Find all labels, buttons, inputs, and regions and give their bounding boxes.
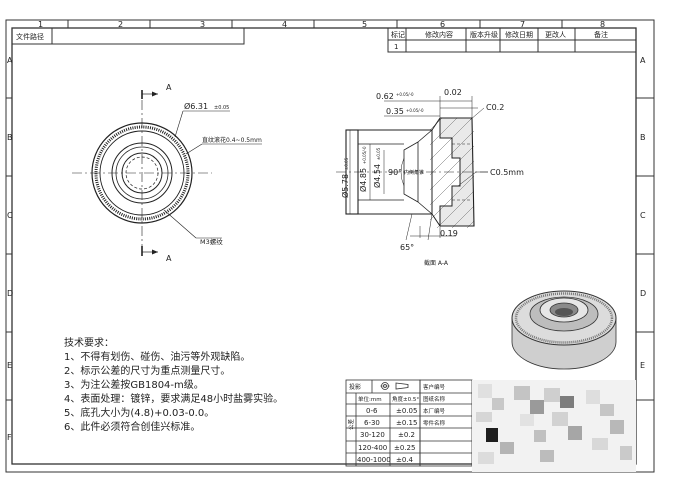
tolerance-side-label: 公差	[347, 418, 355, 430]
tol-value-4: ±0.25	[394, 444, 415, 452]
chamfer-c05-label: C0.5mm	[490, 168, 524, 177]
rev-header-content: 修改内容	[425, 30, 453, 39]
tol-value-5: ±0.4	[396, 456, 414, 464]
tol-range-4: 120-400	[358, 444, 387, 452]
tech-item-3: 3、为注公差按GB1804-m级。	[64, 378, 204, 391]
title-label-drawing-name: 图纸名称	[423, 395, 446, 403]
tech-item-4: 4、表面处理：镀锌，要求满足48小时盐雾实验。	[64, 392, 283, 405]
dim-035-tol: +0.05/-0	[406, 108, 424, 113]
tolerance-rows: 0-6 ±0.05 6-30 ±0.15 30-120 ±0.2 120-400…	[357, 407, 417, 464]
chamfer-c02-label: C0.2	[486, 103, 504, 112]
tol-value-2: ±0.15	[396, 419, 417, 427]
angle-90-note: 内倒角锥	[404, 169, 424, 176]
zone-number-2: 2	[118, 20, 123, 29]
title-block	[419, 379, 473, 467]
tech-item-6: 6、此件必须符合创佳兴标准。	[64, 420, 200, 433]
tech-requirements: 技术要求： 1、不得有划伤、碰伤、油污等外观缺陷。 2、标示公差的尺寸为重点测量…	[64, 336, 283, 433]
zone-letter-d-left: D	[7, 289, 13, 298]
dia-454-tol: ±0.05	[376, 147, 381, 160]
dim-035-value: 0.35	[386, 107, 404, 116]
title-label-customer-no: 客户编号	[423, 383, 446, 391]
rev-header-remark: 备注	[594, 30, 608, 39]
unit-header: 单位:mm	[358, 395, 382, 403]
zone-letters: A B C D E F A B C D E	[7, 56, 646, 442]
projection-label: 投影	[349, 383, 361, 391]
zone-letter-f-left: F	[7, 433, 12, 442]
tech-title: 技术要求：	[64, 336, 114, 349]
section-mark-bottom: A	[166, 254, 172, 263]
tech-item-1: 1、不得有划伤、碰伤、油污等外观缺陷。	[64, 350, 250, 363]
dia-485-value: Ø4.85	[358, 168, 368, 192]
zone-letter-e-left: E	[7, 361, 12, 370]
zone-number-4: 4	[282, 20, 287, 29]
zone-number-7: 7	[520, 20, 525, 29]
angle-90-label: 90°	[388, 168, 402, 177]
zone-numbers: 1 2 3 4 5 6 7 8	[38, 20, 605, 29]
dim-019-value: 0.19	[440, 229, 458, 238]
tol-range-3: 30-120	[360, 431, 385, 439]
isometric-view	[511, 290, 617, 370]
iso-knurl	[514, 292, 614, 344]
tol-value-3: ±0.2	[398, 431, 415, 439]
file-path-label: 文件路径	[16, 32, 44, 41]
dia-454-value: Ø4.54	[372, 164, 382, 188]
zone-letter-c-right: C	[640, 211, 646, 220]
rev-header-date: 修改日期	[505, 30, 533, 39]
tol-range-1: 0-6	[366, 407, 378, 415]
dia-578-value: Ø5.78	[340, 174, 350, 198]
tol-value-1: ±0.05	[396, 407, 417, 415]
dim-062-tol: +0.05/-0	[396, 92, 414, 97]
tech-item-2: 2、标示公差的尺寸为重点测量尺寸。	[64, 364, 230, 377]
section-view	[336, 96, 488, 241]
angle-header: 角度±0.5°	[392, 395, 419, 403]
zone-number-8: 8	[600, 20, 605, 29]
angle-65-label: 65°	[400, 243, 414, 252]
title-label-factory-no: 本厂编号	[423, 407, 446, 415]
redacted-mosaic	[472, 380, 636, 472]
dia-578-tol: ±0.05	[344, 157, 349, 170]
revision-table	[387, 27, 637, 53]
drawing-frame	[5, 19, 655, 473]
section-mark-top: A	[166, 83, 172, 92]
section-title: 截面 A-A	[424, 259, 449, 267]
zone-number-5: 5	[362, 20, 367, 29]
front-view	[72, 90, 262, 256]
dim-flat-value: 0.02	[444, 88, 462, 97]
zone-number-3: 3	[200, 20, 205, 29]
zone-letter-e-right: E	[640, 361, 645, 370]
rev-header-version: 版本升级	[470, 30, 498, 39]
knurl-ring	[94, 125, 190, 221]
tol-range-5: 400-1000	[357, 456, 391, 464]
rev-row1-mark: 1	[394, 43, 398, 51]
front-dia-label: Ø6.31	[184, 101, 208, 111]
front-dia-tol: ±0.05	[214, 105, 229, 111]
title-label-part-name: 零件名称	[423, 419, 446, 427]
zone-letter-c-left: C	[7, 211, 13, 220]
file-path-box: 文件路径	[11, 27, 245, 45]
zone-letter-d-right: D	[640, 289, 646, 298]
knurl-note: 直纹滚花0.4~0.5mm	[202, 136, 262, 144]
dim-062-value: 0.62	[376, 92, 394, 101]
zone-letter-a-right: A	[640, 56, 646, 65]
zone-number-6: 6	[440, 20, 445, 29]
tech-item-5: 5、底孔大小为(4.8)+0.03-0.0。	[64, 406, 214, 419]
rev-header-mark: 标记	[391, 30, 405, 39]
rev-header-changer: 更改人	[545, 30, 566, 39]
zone-letter-b-right: B	[640, 133, 646, 142]
tol-range-2: 6-30	[364, 419, 380, 427]
thread-label: M3螺纹	[200, 237, 223, 246]
zone-letter-a-left: A	[7, 56, 13, 65]
dia-485-tol: +0.05/-0	[362, 146, 367, 164]
zone-number-1: 1	[38, 20, 43, 29]
zone-letter-b-left: B	[7, 133, 13, 142]
